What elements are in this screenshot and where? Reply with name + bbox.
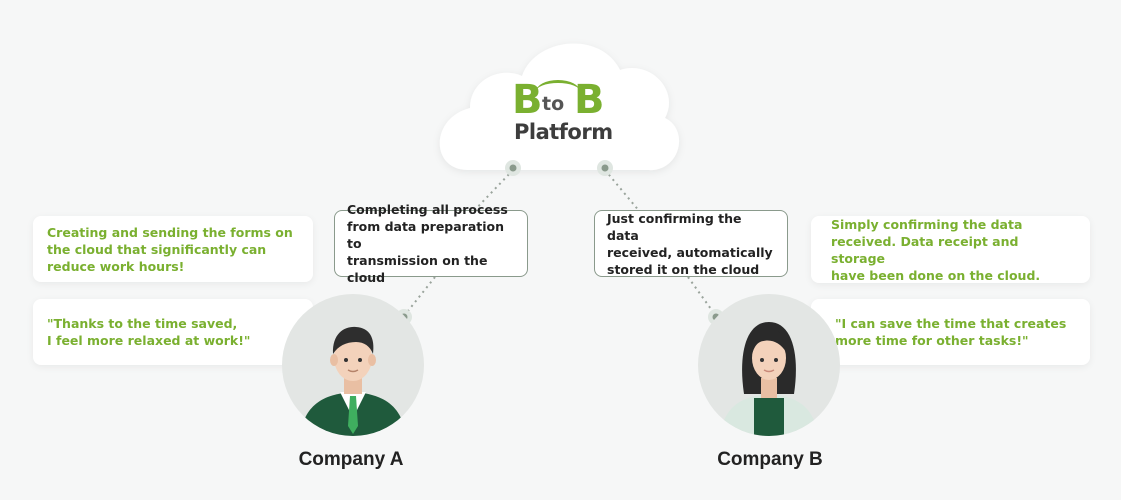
logo-letter-right: B bbox=[574, 77, 605, 123]
company-a-avatar bbox=[282, 294, 424, 436]
company-a-benefit-card: Creating and sending the forms on the cl… bbox=[33, 216, 313, 282]
logo-connector: to bbox=[542, 93, 565, 115]
connector-cloud-to-b bbox=[604, 169, 641, 213]
company-b-label: Company B bbox=[717, 449, 823, 470]
company-a-quote-card: "Thanks to the time saved, I feel more r… bbox=[33, 299, 313, 365]
company-b-avatar bbox=[698, 294, 840, 436]
businesswoman-icon bbox=[720, 322, 818, 436]
b2b-platform-logo: B to B Platform bbox=[512, 80, 622, 146]
node-cloud-left bbox=[505, 160, 521, 176]
node-cloud-right bbox=[597, 160, 613, 176]
company-b-quote-card: "I can save the time that creates more t… bbox=[811, 299, 1090, 365]
company-a-label: Company A bbox=[298, 449, 404, 470]
company-b-process-bubble: Just confirming the data received, autom… bbox=[594, 210, 788, 277]
logo-subtitle: Platform bbox=[514, 120, 613, 144]
logo-arc bbox=[536, 80, 580, 103]
company-b-benefit-card: Simply confirming the data received. Dat… bbox=[811, 216, 1090, 283]
logo-letter-left: B bbox=[512, 77, 543, 123]
connector-bubble-to-b bbox=[687, 276, 717, 317]
company-a-process-bubble: Completing all process from data prepara… bbox=[334, 202, 528, 285]
businessman-icon bbox=[300, 326, 406, 436]
